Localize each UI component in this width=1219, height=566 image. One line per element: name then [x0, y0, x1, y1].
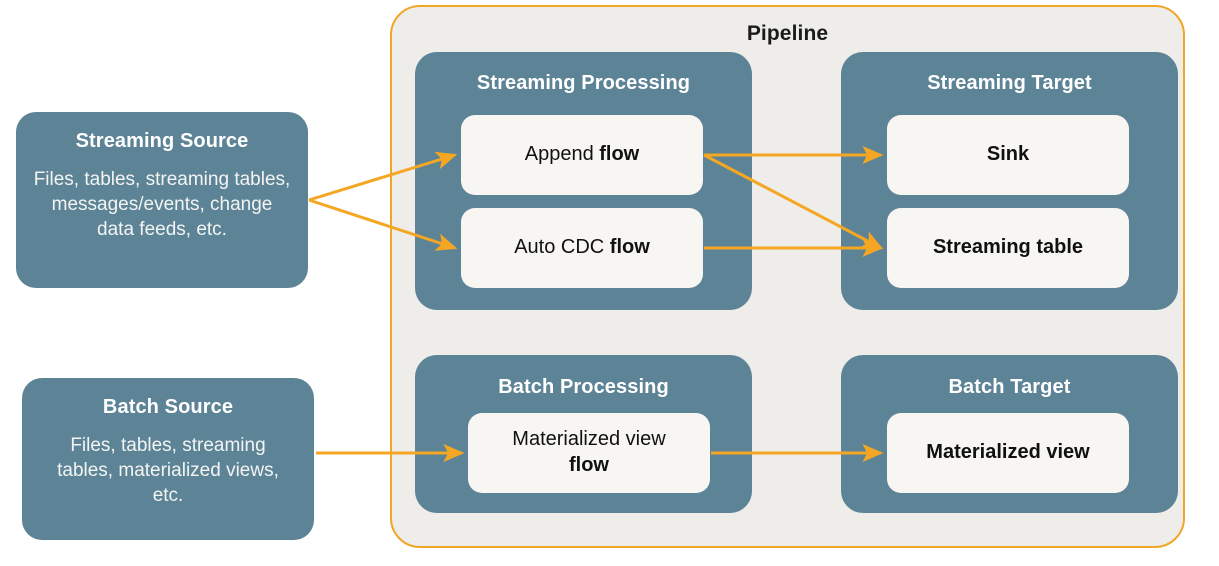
batch-processing-title: Batch Processing — [498, 376, 669, 398]
materialized-view-card[interactable]: Materialized view — [887, 413, 1129, 493]
append-flow-label-suffix: flow — [599, 143, 640, 166]
streaming-source-box[interactable]: Streaming Source Files, tables, streamin… — [16, 112, 308, 288]
auto-cdc-flow-label-suffix: flow — [609, 236, 650, 259]
materialized-view-flow-label-prefix: Materialized view — [512, 428, 666, 451]
batch-target-title: Batch Target — [948, 376, 1071, 398]
streaming-processing-title: Streaming Processing — [476, 72, 691, 94]
batch-source-title: Batch Source — [102, 396, 234, 418]
streaming-source-description: Files, tables, streaming tables, message… — [33, 169, 291, 241]
materialized-view-flow-card[interactable]: Materialized view flow — [468, 413, 710, 493]
streaming-table-label: Streaming table — [932, 236, 1084, 259]
streaming-table-card[interactable]: Streaming table — [887, 208, 1129, 288]
append-flow-card[interactable]: Append flow — [461, 115, 703, 195]
batch-source-box[interactable]: Batch Source Files, tables, streaming ta… — [22, 378, 314, 540]
sink-label: Sink — [986, 143, 1030, 166]
batch-source-description: Files, tables, streaming tables, materia… — [57, 435, 279, 507]
pipeline-title: Pipeline — [746, 22, 829, 45]
auto-cdc-flow-label: Auto CDC flow — [514, 235, 650, 261]
append-flow-label: Append flow — [525, 142, 640, 168]
materialized-view-flow-label-suffix: flow — [568, 454, 609, 476]
auto-cdc-flow-label-prefix: Auto CDC — [514, 236, 610, 259]
sink-card[interactable]: Sink — [887, 115, 1129, 195]
auto-cdc-flow-card[interactable]: Auto CDC flow — [461, 208, 703, 288]
materialized-view-flow-label: Materialized view flow — [512, 427, 665, 478]
materialized-view-label: Materialized view — [926, 441, 1090, 464]
append-flow-label-prefix: Append — [524, 143, 600, 166]
streaming-target-title: Streaming Target — [927, 72, 1092, 94]
streaming-source-title: Streaming Source — [75, 130, 249, 152]
